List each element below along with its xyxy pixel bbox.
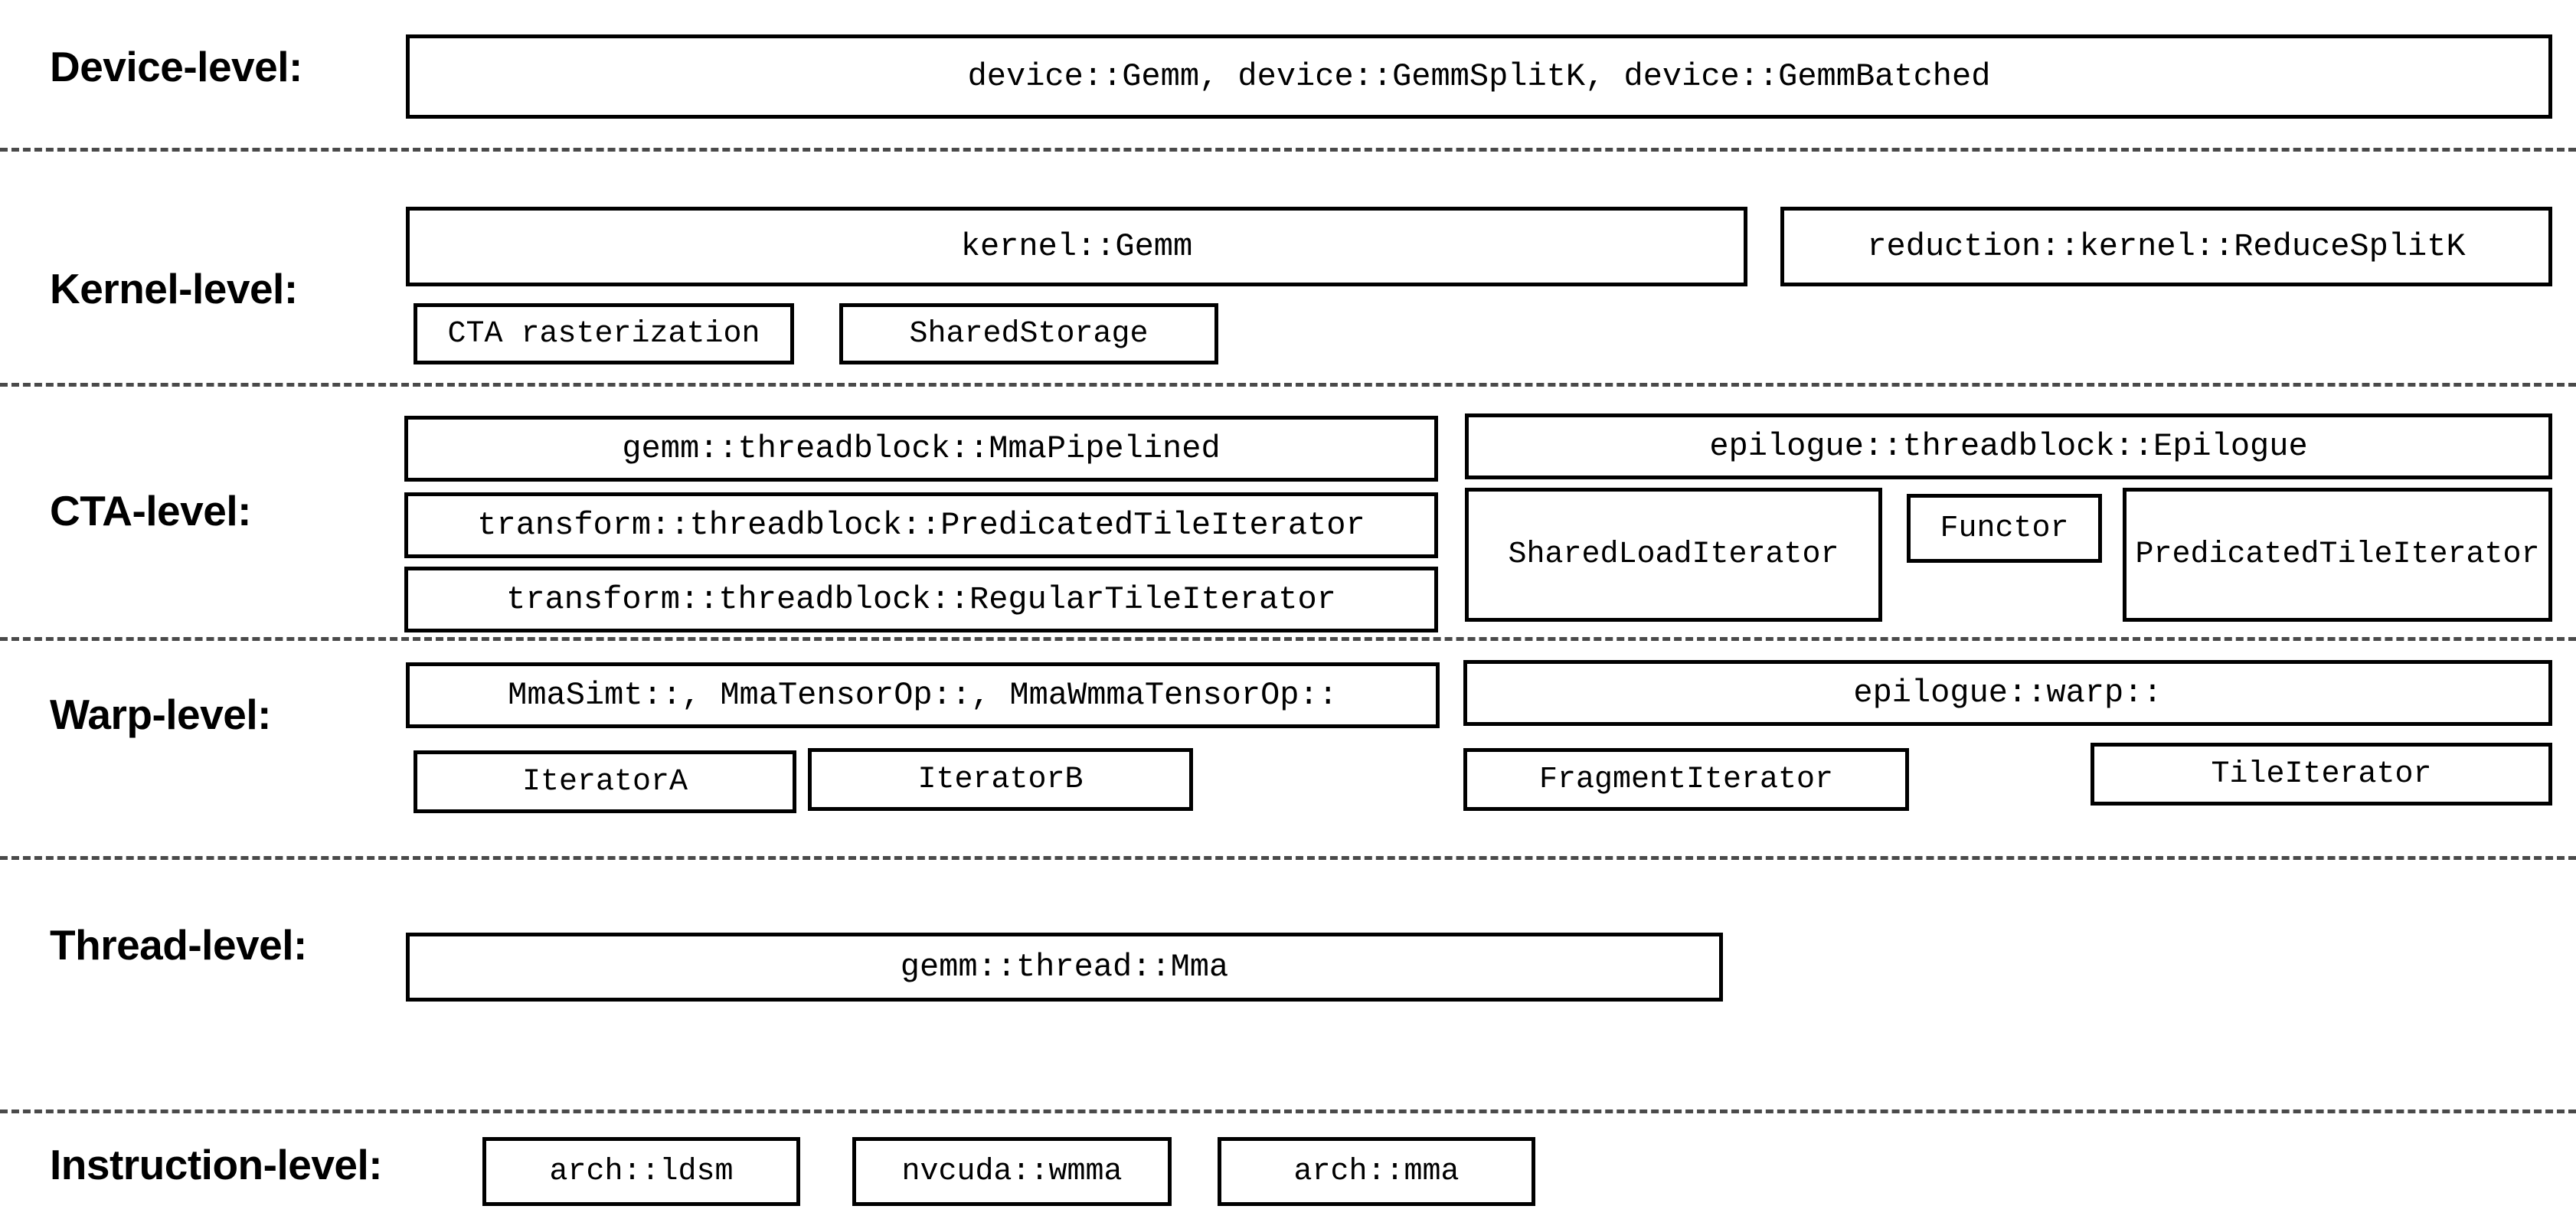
level-label-thread: Thread-level: [50, 921, 307, 969]
nvcuda-wmma-box[interactable]: nvcuda::wmma [852, 1137, 1172, 1206]
sharedstorage-box[interactable]: SharedStorage [839, 303, 1218, 364]
arch-ldsm-box[interactable]: arch::ldsm [482, 1137, 800, 1206]
gemm-thread-mma-box[interactable]: gemm::thread::Mma [406, 933, 1723, 1002]
transform-threadblock-predicatedtileiterator-box[interactable]: transform::threadblock::PredicatedTileIt… [404, 492, 1438, 558]
cta-rasterization-box[interactable]: CTA rasterization [414, 303, 794, 364]
iterator-a-box[interactable]: IteratorA [414, 750, 796, 813]
epilogue-warp-box[interactable]: epilogue::warp:: [1463, 660, 2552, 726]
warp-mma-ops-box[interactable]: MmaSimt::, MmaTensorOp::, MmaWmmaTensorO… [406, 662, 1440, 728]
separator-cta-warp [0, 637, 2576, 641]
iterator-b-box[interactable]: IteratorB [808, 748, 1193, 811]
separator-thread-instruction [0, 1110, 2576, 1113]
separator-kernel-cta [0, 383, 2576, 387]
arch-mma-box[interactable]: arch::mma [1218, 1137, 1535, 1206]
fragmentiterator-box[interactable]: FragmentIterator [1463, 748, 1909, 811]
transform-threadblock-regulartileiterator-box[interactable]: transform::threadblock::RegularTileItera… [404, 567, 1438, 632]
kernel-gemm-box[interactable]: kernel::Gemm [406, 207, 1747, 286]
separator-device-kernel [0, 148, 2576, 152]
gemm-threadblock-mmapipelined-box[interactable]: gemm::threadblock::MmaPipelined [404, 416, 1438, 482]
level-label-warp: Warp-level: [50, 691, 271, 738]
functor-box[interactable]: Functor [1907, 494, 2102, 563]
tileiterator-box[interactable]: TileIterator [2091, 743, 2552, 806]
sharedloaditerator-box[interactable]: SharedLoadIterator [1465, 488, 1882, 622]
reduction-reducesplitk-box[interactable]: reduction::kernel::ReduceSplitK [1780, 207, 2552, 286]
level-label-cta: CTA-level: [50, 487, 251, 534]
device-gemm-box[interactable]: device::Gemm, device::GemmSplitK, device… [406, 34, 2552, 119]
predicatedtileiterator-box[interactable]: PredicatedTileIterator [2123, 488, 2552, 622]
level-label-device: Device-level: [50, 43, 302, 90]
level-label-kernel: Kernel-level: [50, 265, 298, 312]
separator-warp-thread [0, 856, 2576, 860]
level-label-instruction: Instruction-level: [50, 1141, 383, 1188]
epilogue-threadblock-epilogue-box[interactable]: epilogue::threadblock::Epilogue [1465, 413, 2552, 479]
